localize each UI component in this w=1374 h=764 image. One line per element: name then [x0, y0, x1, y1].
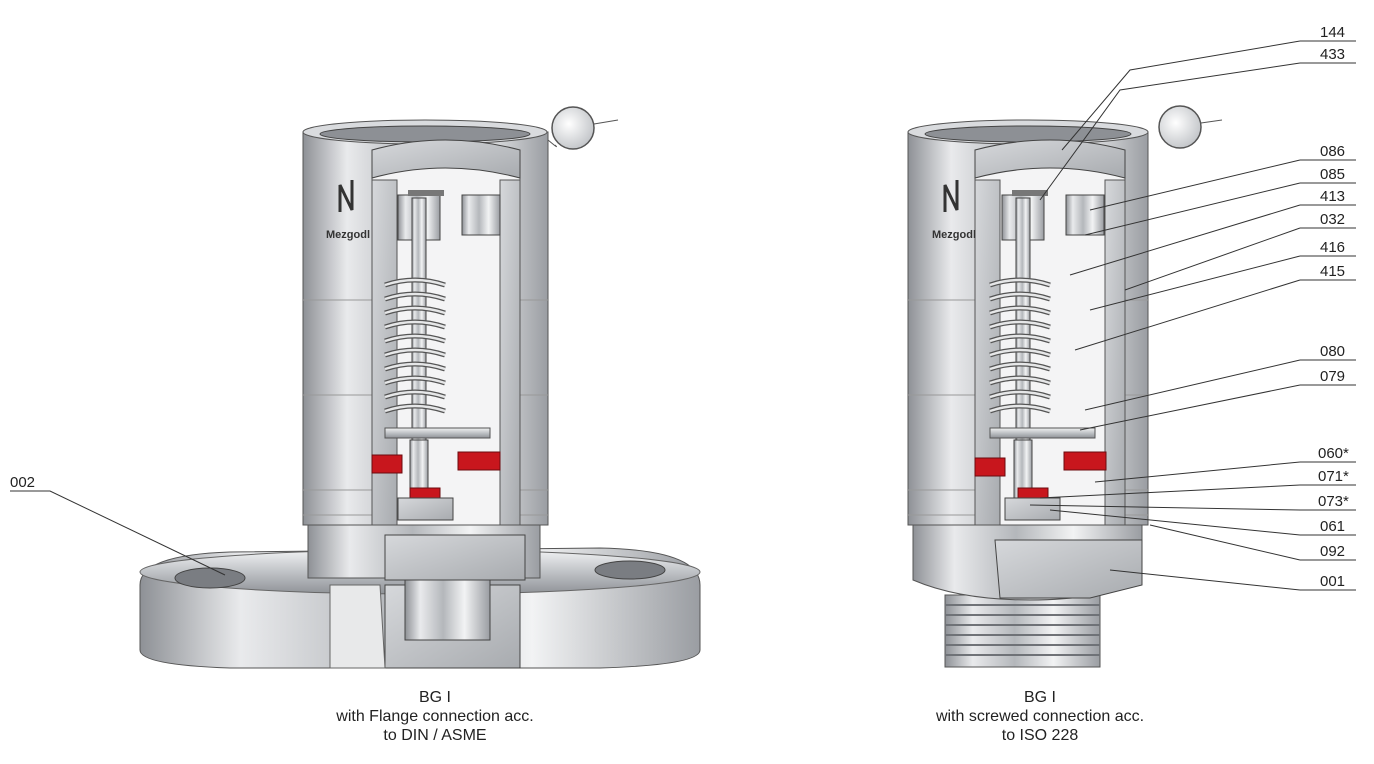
part-label-415: 415 [1320, 263, 1345, 280]
logo-mark [943, 180, 959, 212]
part-label-092: 092 [1320, 543, 1345, 560]
logo-mark [338, 180, 354, 212]
leader-lines [10, 40, 1356, 591]
part-label-433: 433 [1320, 46, 1345, 63]
left-valve-drawing: Mezgodl [139, 106, 701, 669]
part-label-071: 071* [1318, 468, 1349, 485]
part-label-073: 073* [1318, 493, 1349, 510]
caption-line: with Flange connection acc. [336, 708, 534, 725]
part-label-080: 080 [1320, 343, 1345, 360]
flange [139, 547, 701, 669]
left-caption: BG I with Flange connection acc. to DIN … [255, 688, 615, 745]
seal-left [974, 457, 1006, 477]
thread-connection [944, 594, 1101, 668]
part-label-085: 085 [1320, 166, 1345, 183]
part-label-416: 416 [1320, 239, 1345, 256]
part-label-079: 079 [1320, 368, 1345, 385]
logo-text: Mezgodl [326, 229, 370, 241]
part-label-060: 060* [1318, 445, 1349, 462]
caption-line: BG I [1023, 689, 1056, 706]
logo-text: Mezgodl [932, 229, 976, 241]
caption-line: to ISO 228 [1001, 727, 1079, 744]
seal-right [1063, 451, 1107, 471]
part-label-001: 001 [1320, 573, 1345, 590]
part-label-002: 002 [10, 474, 35, 491]
part-label-086: 086 [1320, 143, 1345, 160]
gauge-dial [1158, 105, 1202, 149]
right-valve-drawing: Mezgodl [907, 105, 1223, 668]
part-label-032: 032 [1320, 211, 1345, 228]
part-label-061: 061 [1320, 518, 1345, 535]
caption-line: BG I [418, 689, 451, 706]
gauge-dial [551, 106, 595, 150]
seal-seat [409, 487, 441, 499]
seal-seat [1017, 487, 1049, 499]
part-label-413: 413 [1320, 188, 1345, 205]
seal-left [371, 454, 403, 474]
caption-line: to DIN / ASME [383, 727, 487, 744]
right-caption: BG I with screwed connection acc. to ISO… [850, 688, 1230, 745]
part-label-144: 144 [1320, 24, 1345, 41]
caption-line: with screwed connection acc. [935, 708, 1145, 725]
seal-right [457, 451, 501, 471]
